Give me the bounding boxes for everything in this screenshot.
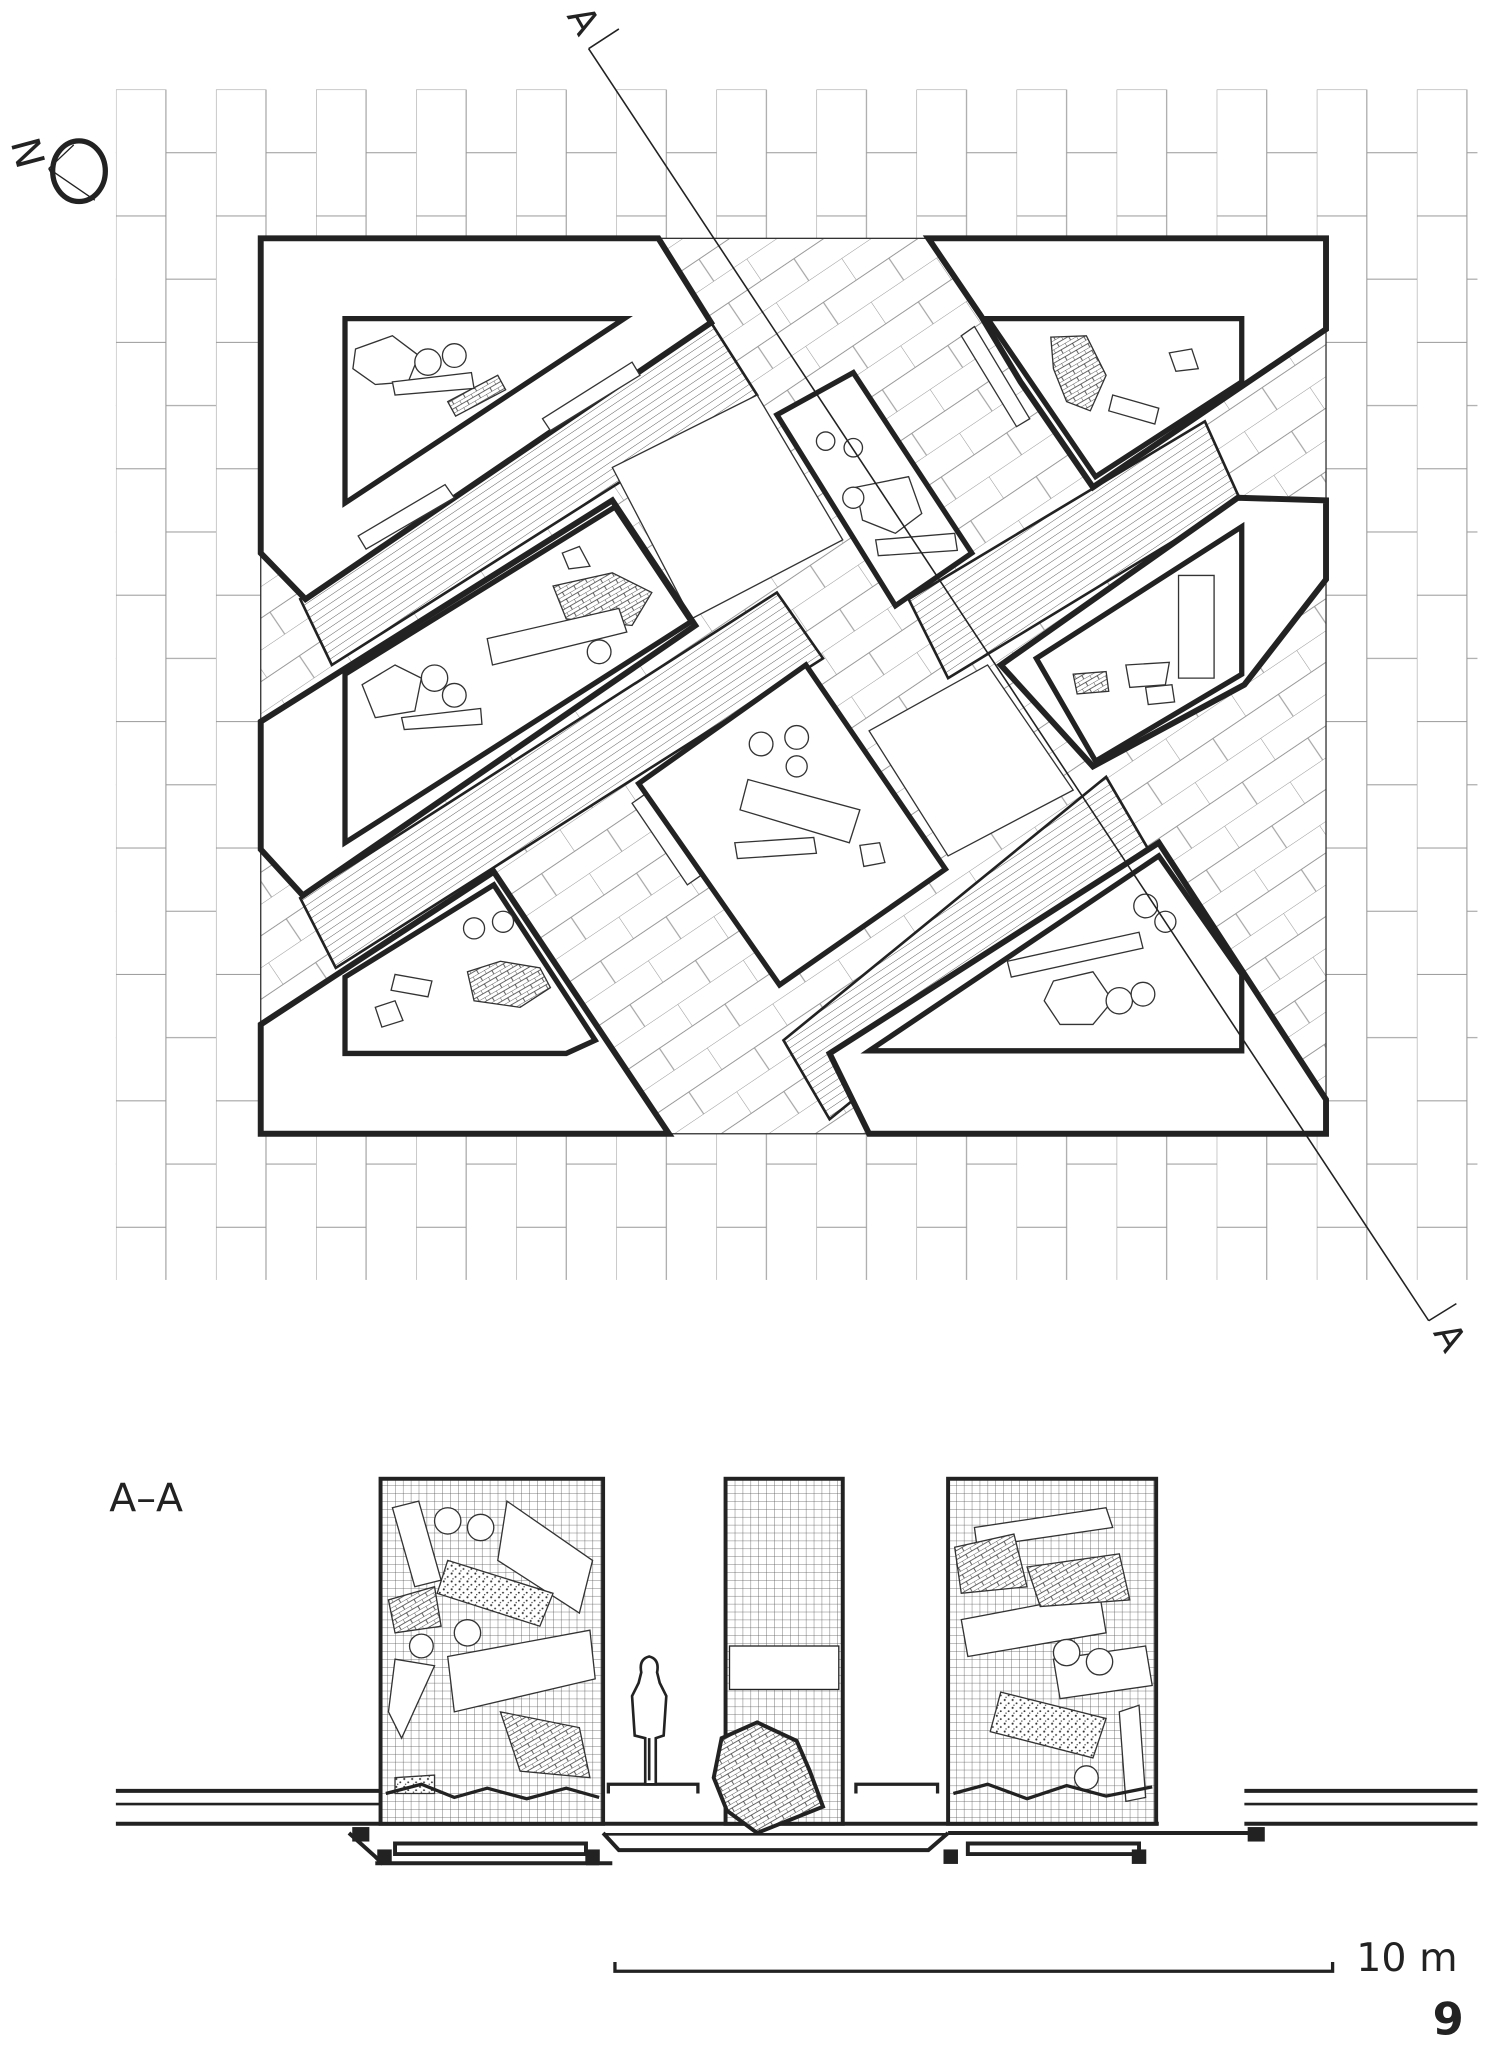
debris [1107, 394, 1160, 425]
debris [855, 475, 923, 535]
scale-bar-label: 10 m [1356, 1935, 1457, 1981]
plaza-open-area [611, 394, 844, 620]
debris [561, 545, 591, 570]
gabion-cage-bottom-left [342, 881, 600, 1057]
section-marker-bottom: A [1425, 1316, 1475, 1359]
north-label: N [1, 133, 53, 173]
bench [960, 325, 1031, 428]
debris [1006, 931, 1144, 978]
debris [400, 707, 483, 731]
debris-brick [1072, 670, 1110, 695]
debris [414, 348, 442, 376]
debris-brick [466, 960, 552, 1009]
north-arrow-icon [50, 138, 108, 205]
debris [1168, 348, 1200, 373]
debris [748, 731, 774, 757]
debris [859, 842, 886, 868]
ground-layers [115, 1788, 1478, 1866]
tower-middle-opening [728, 1645, 840, 1691]
site-plan: A A N [1, 0, 1478, 1359]
debris [391, 371, 475, 396]
debris [441, 343, 467, 369]
debris [491, 910, 515, 933]
figure-number: 9 [1433, 1992, 1464, 2045]
bench [357, 483, 456, 551]
section-marker-top: A [558, 0, 608, 42]
debris [462, 917, 486, 940]
bench [541, 361, 641, 432]
walkway-2 [298, 590, 825, 970]
rock-sculpture [711, 1720, 826, 1836]
debris [784, 724, 810, 750]
debris [785, 755, 808, 778]
tower-left-fill [385, 1500, 600, 1801]
debris [1144, 684, 1176, 706]
debris [1105, 986, 1134, 1015]
debris [374, 999, 404, 1028]
debris [815, 431, 836, 452]
debris [1177, 574, 1215, 679]
debris-brick [552, 572, 653, 627]
section-cut-line [587, 28, 1457, 1322]
north-arrow: N [1, 133, 108, 205]
debris [1125, 661, 1171, 689]
person-silhouette [630, 1655, 668, 1786]
debris [361, 664, 423, 719]
debris-brick [1050, 335, 1107, 412]
scale-bar [613, 1962, 1335, 1973]
debris [441, 682, 467, 708]
debris [486, 607, 628, 666]
debris [739, 778, 861, 844]
debris [843, 437, 864, 458]
section-a-a: A–A [109, 1476, 1478, 2045]
debris [420, 664, 449, 692]
debris [586, 639, 612, 665]
tower-right-fill [952, 1507, 1153, 1803]
section-title: A–A [109, 1476, 183, 1522]
debris [1043, 971, 1114, 1026]
plaza-open-area-2 [868, 664, 1075, 857]
debris [842, 486, 865, 509]
debris [734, 836, 818, 860]
debris [390, 973, 433, 998]
debris [1130, 981, 1156, 1007]
debris-brick [446, 374, 507, 417]
